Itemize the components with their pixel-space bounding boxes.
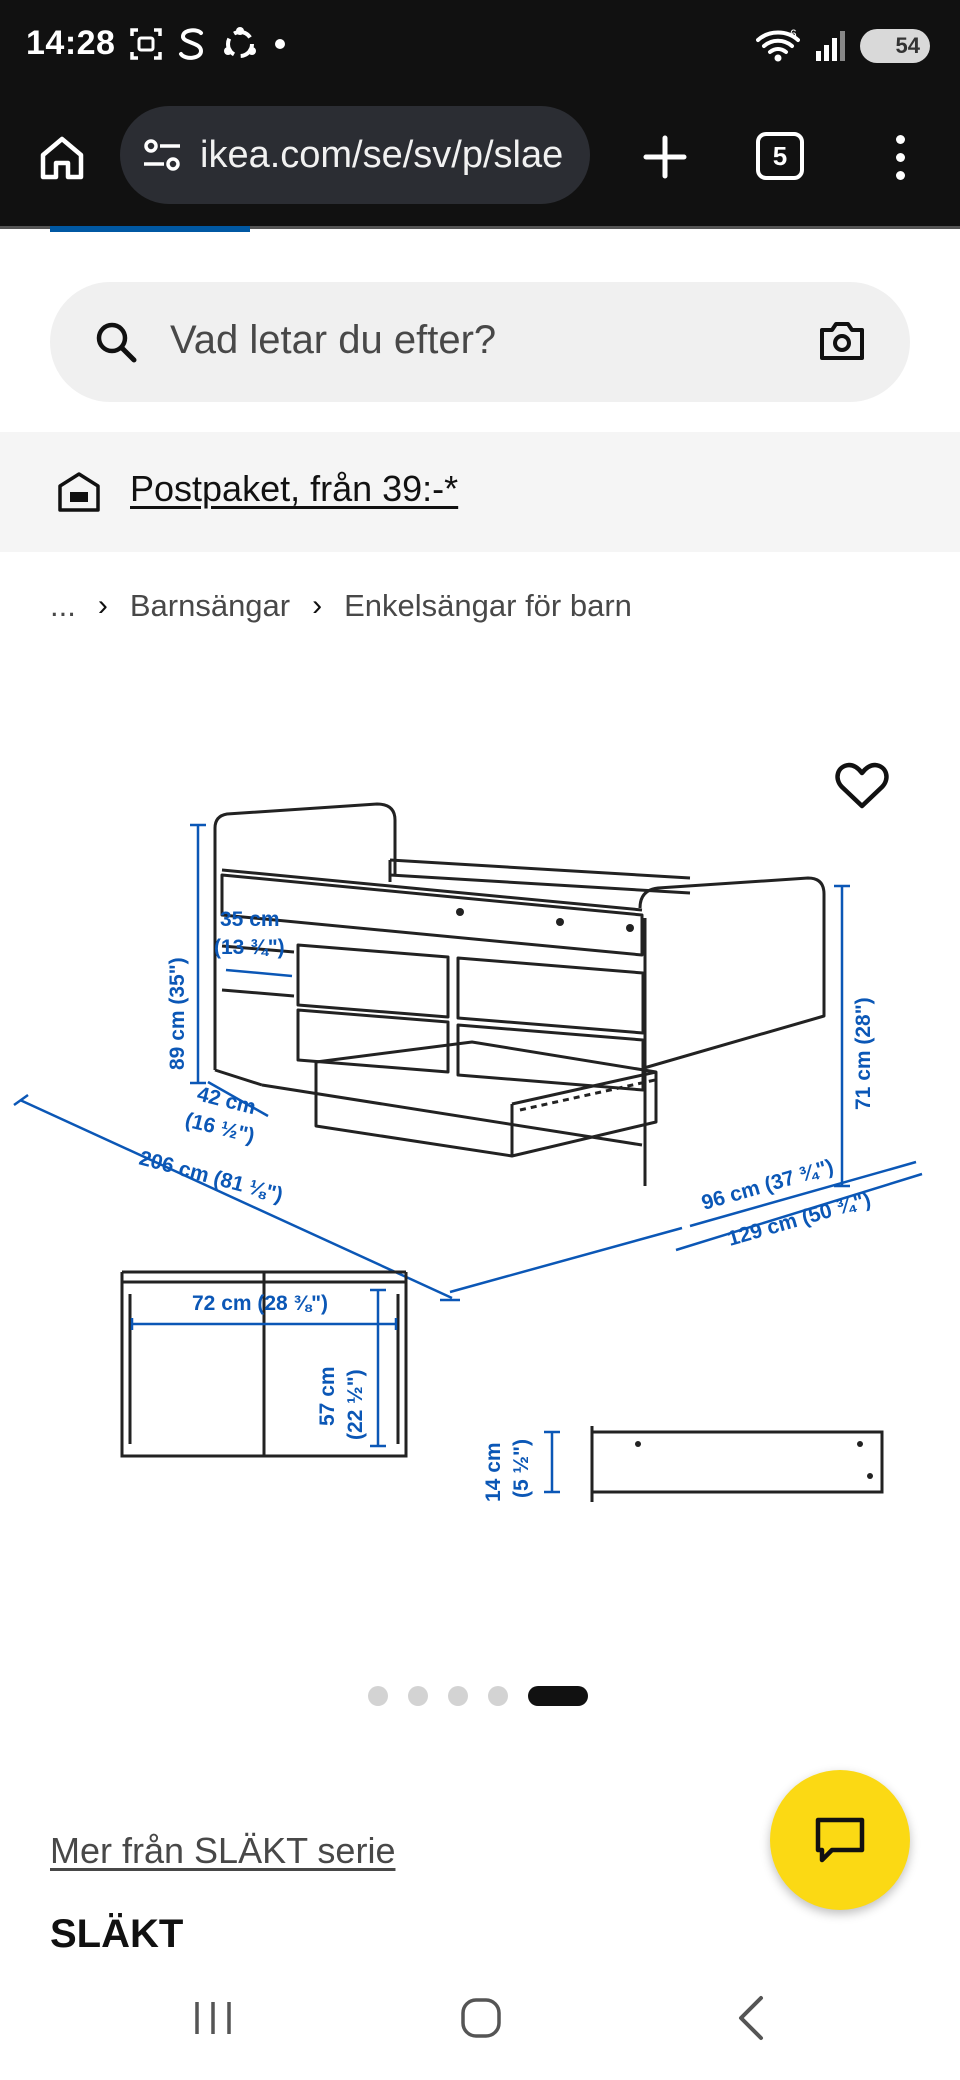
back-icon bbox=[739, 1996, 763, 2040]
dim-line-length bbox=[13, 1093, 460, 1302]
dim-shelf-depth-in: (13 ¾") bbox=[214, 936, 285, 959]
dim-drawer-height-cm: 14 cm bbox=[482, 1442, 505, 1502]
plus-icon bbox=[643, 135, 687, 179]
url-text: ikea.com/se/sv/p/slae bbox=[200, 133, 564, 176]
svg-text:6: 6 bbox=[790, 28, 797, 41]
menu-dot bbox=[895, 134, 905, 144]
chat-icon bbox=[815, 1817, 865, 1863]
breadcrumb: ... › Barnsängar › Enkelsängar för barn bbox=[50, 584, 632, 628]
dim-length: 206 cm (81 ⅛") bbox=[137, 1147, 286, 1207]
dim-line-drawer-depth bbox=[207, 1080, 269, 1118]
page-top-border bbox=[0, 226, 960, 229]
breadcrumb-ellipsis[interactable]: ... bbox=[50, 588, 76, 623]
product-dimension-image[interactable]: 89 cm (35") 35 cm (13 ¾") 42 cm (16 ½") … bbox=[0, 690, 960, 1650]
breadcrumb-item-barnsangar[interactable]: Barnsängar bbox=[129, 588, 291, 623]
dim-height-headboard: 89 cm (35") bbox=[166, 957, 189, 1070]
menu-dot bbox=[895, 170, 905, 180]
system-icons: 6 54 bbox=[756, 24, 930, 68]
s-app-icon bbox=[179, 28, 204, 60]
recent-apps-button[interactable] bbox=[178, 1988, 248, 2048]
camera-icon[interactable] bbox=[818, 318, 866, 362]
carousel-dot[interactable] bbox=[488, 1686, 508, 1706]
wifi-icon: 6 bbox=[756, 28, 800, 62]
chat-button[interactable] bbox=[770, 1770, 910, 1910]
signal-icon bbox=[816, 31, 845, 61]
dim-drawer-length-cm: 57 cm bbox=[316, 1366, 339, 1426]
tune-icon[interactable] bbox=[142, 137, 182, 173]
battery-indicator: 54 bbox=[860, 29, 930, 63]
header-tab-indicator bbox=[50, 226, 250, 232]
status-time: 14:28 bbox=[26, 24, 116, 62]
notification-icons bbox=[128, 22, 286, 66]
status-bar: 14:28 6 54 bbox=[0, 0, 960, 92]
back-button[interactable] bbox=[716, 1988, 786, 2048]
footboard bbox=[638, 876, 826, 1070]
parcel-icon bbox=[58, 472, 100, 512]
home-button[interactable] bbox=[30, 126, 94, 190]
android-nav-bar bbox=[0, 1960, 960, 2080]
home-nav-icon bbox=[461, 1998, 501, 2038]
dim-line-length-2 bbox=[449, 1226, 683, 1294]
sync-icon bbox=[224, 27, 256, 58]
delivery-link[interactable]: Postpaket, från 39:-* bbox=[130, 468, 459, 509]
dim-line-width-extended bbox=[675, 1172, 923, 1252]
dim-line-height-footboard bbox=[834, 884, 850, 1188]
headboard bbox=[213, 802, 397, 1070]
dim-shelf-depth-cm: 35 cm bbox=[220, 908, 280, 931]
series-link[interactable]: Mer från SLÄKT serie bbox=[50, 1830, 396, 1871]
dim-height-footboard: 71 cm (28") bbox=[852, 997, 875, 1110]
drawer-front bbox=[296, 943, 450, 1019]
kebab-menu-button[interactable] bbox=[880, 122, 920, 192]
dim-line-height-headboard bbox=[190, 823, 206, 1085]
home-icon bbox=[40, 136, 84, 180]
search-icon[interactable] bbox=[94, 320, 138, 364]
menu-dot bbox=[895, 152, 905, 162]
breadcrumb-item-enkelsangar[interactable]: Enkelsängar för barn bbox=[344, 588, 632, 623]
search-input[interactable] bbox=[170, 318, 730, 363]
drawer-side-view bbox=[590, 1430, 884, 1494]
recents-icon bbox=[195, 2002, 231, 2034]
breadcrumb-separator: › bbox=[97, 589, 108, 622]
dim-line-shelf-depth bbox=[225, 968, 293, 978]
carousel-dot[interactable] bbox=[448, 1686, 468, 1706]
dim-drawer-height-in: (5 ½") bbox=[510, 1439, 533, 1498]
carousel-dot[interactable] bbox=[368, 1686, 388, 1706]
heart-icon[interactable] bbox=[834, 760, 890, 812]
breadcrumb-separator: › bbox=[312, 589, 323, 622]
drawer-pulled bbox=[314, 1040, 658, 1158]
tab-switcher-button[interactable]: 5 bbox=[756, 132, 804, 180]
new-tab-button[interactable] bbox=[630, 122, 700, 192]
carousel-dot-active[interactable] bbox=[528, 1686, 588, 1706]
dot-icon bbox=[275, 39, 285, 49]
address-bar[interactable]: ikea.com/se/sv/p/slae bbox=[120, 106, 590, 204]
dim-line-width bbox=[689, 1160, 917, 1228]
home-nav-button[interactable] bbox=[446, 1988, 516, 2048]
screenshot-icon bbox=[130, 28, 162, 60]
dim-drawer-width: 72 cm (28 ⅜") bbox=[192, 1292, 328, 1315]
delivery-banner: Postpaket, från 39:-* bbox=[0, 432, 960, 552]
search-bar[interactable] bbox=[50, 282, 910, 402]
dim-drawer-length-in: (22 ½") bbox=[344, 1369, 367, 1440]
browser-toolbar: ikea.com/se/sv/p/slae 5 bbox=[0, 92, 960, 226]
carousel-dots bbox=[368, 1684, 588, 1708]
series-title: SLÄKT bbox=[50, 1912, 184, 1956]
carousel-dot[interactable] bbox=[408, 1686, 428, 1706]
